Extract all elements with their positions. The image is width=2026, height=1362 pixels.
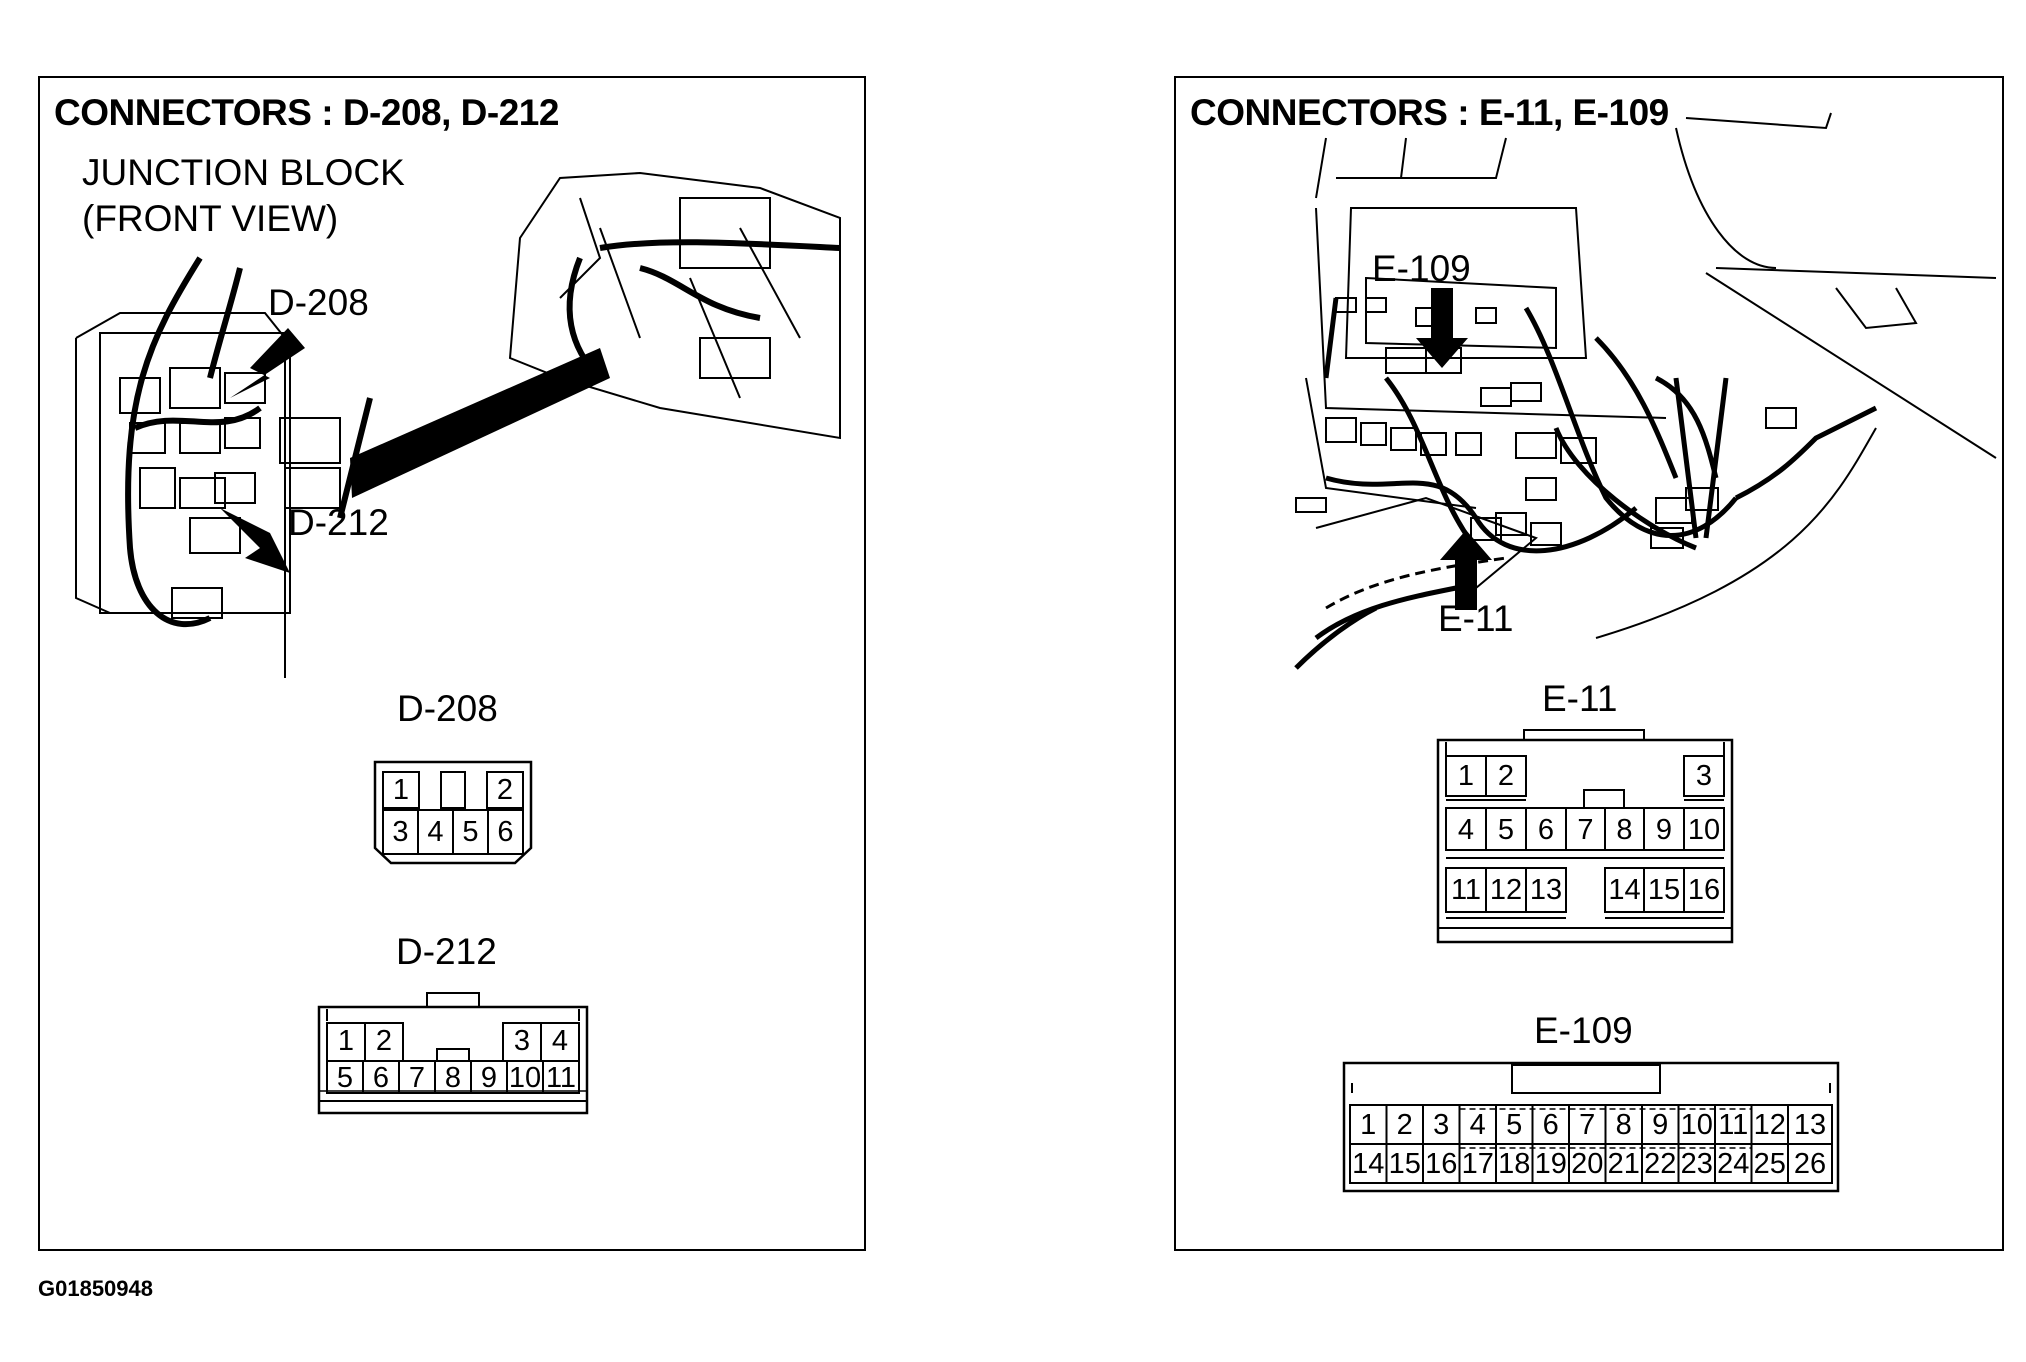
d208-pin: 3 — [392, 816, 409, 848]
d212-pin: 2 — [375, 1025, 393, 1057]
e11-pin: 5 — [1497, 814, 1515, 846]
callout-e11: E-11 — [1438, 598, 1514, 639]
d212-pin: 8 — [444, 1062, 462, 1094]
d212-pin: 6 — [372, 1062, 390, 1094]
e109-pin: 16 — [1425, 1148, 1458, 1180]
e11-pin: 8 — [1616, 814, 1633, 846]
e109-pin: 18 — [1498, 1148, 1531, 1180]
e11-pin: 16 — [1687, 874, 1721, 906]
junction-block-line1: JUNCTION BLOCK — [82, 152, 405, 193]
e109-pin: 6 — [1542, 1109, 1559, 1141]
e109-pin: 9 — [1652, 1109, 1669, 1141]
d208-pin: 4 — [427, 816, 444, 848]
e11-pin: 2 — [1497, 760, 1515, 792]
e109-pin: 2 — [1396, 1109, 1413, 1141]
e109-outline — [1342, 1061, 1840, 1193]
e109-connector: 1 2 3 4 5 6 7 8 9 10 11 12 13 14 15 16 1… — [1342, 1061, 1840, 1193]
d212-pin: 7 — [408, 1062, 426, 1094]
e109-pin: 17 — [1461, 1148, 1494, 1180]
panel-right-connectors-e11-e109: CONNECTORS : E-11, E-109 — [1174, 76, 2004, 1251]
d212-outline — [317, 992, 589, 1115]
panel-left-connectors-d208-d212: CONNECTORS : D-208, D-212 JUNCTION BLOCK… — [38, 76, 866, 1251]
d208-label: D-208 — [397, 688, 498, 729]
e109-pin: 26 — [1793, 1148, 1827, 1180]
d208-pin: 1 — [392, 774, 410, 806]
junction-block-caption: JUNCTION BLOCK (FRONT VIEW) — [82, 150, 405, 242]
e109-pin: 7 — [1579, 1109, 1596, 1141]
e109-pin: 14 — [1352, 1148, 1385, 1180]
e11-pin: 15 — [1647, 874, 1681, 906]
d208-outline — [373, 760, 533, 865]
junction-block-illustration — [75, 171, 841, 678]
e11-outline — [1436, 729, 1734, 944]
callout-e109: E-109 — [1372, 248, 1471, 289]
d212-pin: 9 — [480, 1062, 498, 1094]
d208-pin: 2 — [496, 774, 514, 806]
e109-pin: 1 — [1360, 1109, 1377, 1141]
e109-pin: 13 — [1793, 1109, 1827, 1141]
d208-connector: 1 2 3 4 5 6 — [373, 760, 533, 865]
d212-pin: 1 — [337, 1025, 355, 1057]
e11-pin: 14 — [1608, 874, 1641, 906]
d212-connector: 1 2 3 4 5 6 7 8 9 10 11 — [317, 991, 589, 1116]
e11-pin: 4 — [1457, 814, 1475, 846]
e109-label: E-109 — [1534, 1010, 1633, 1051]
e109-pin: 19 — [1534, 1148, 1567, 1180]
d212-label: D-212 — [396, 931, 497, 972]
e11-pin: 13 — [1529, 874, 1563, 906]
e11-pin: 11 — [1450, 874, 1482, 906]
d212-pin: 5 — [336, 1062, 354, 1094]
left-panel-title: CONNECTORS : D-208, D-212 — [54, 92, 559, 133]
e11-label: E-11 — [1542, 678, 1618, 719]
d212-pin: 10 — [508, 1062, 542, 1094]
e109-pin: 10 — [1680, 1109, 1713, 1141]
e109-pin: 21 — [1607, 1148, 1640, 1180]
e11-pin: 9 — [1655, 814, 1673, 846]
callout-d208: D-208 — [268, 282, 369, 323]
d212-pin: 3 — [513, 1025, 531, 1057]
e11-pin: 7 — [1577, 814, 1594, 846]
e109-pin: 12 — [1753, 1109, 1786, 1141]
junction-block-line2: (FRONT VIEW) — [82, 198, 339, 239]
e109-pin: 20 — [1571, 1148, 1604, 1180]
d212-pin: 4 — [551, 1025, 569, 1057]
e109-pin: 24 — [1717, 1148, 1750, 1180]
e109-pin: 4 — [1469, 1109, 1486, 1141]
figure-code: G01850948 — [38, 1276, 153, 1301]
e11-pin: 3 — [1695, 760, 1713, 792]
callout-d212: D-212 — [288, 502, 389, 543]
e11-pin: 6 — [1537, 814, 1555, 846]
d208-pin: 5 — [462, 816, 479, 848]
e109-pin: 25 — [1753, 1148, 1786, 1180]
e109-pin: 8 — [1615, 1109, 1632, 1141]
e11-connector: 1 2 3 4 5 6 7 8 9 10 11 12 13 14 15 16 — [1436, 728, 1734, 944]
e11-pin: 10 — [1687, 814, 1721, 846]
e109-pin: 23 — [1680, 1148, 1713, 1180]
e109-pin: 22 — [1644, 1148, 1677, 1180]
e109-pin: 5 — [1506, 1109, 1523, 1141]
e109-pin: 15 — [1388, 1148, 1421, 1180]
d212-pin: 11 — [545, 1062, 577, 1094]
e11-pin: 12 — [1489, 874, 1523, 906]
e109-pin: 11 — [1718, 1109, 1749, 1141]
instrument-panel-harness-illustration — [1294, 112, 1997, 670]
e109-pin: 3 — [1433, 1109, 1450, 1141]
e11-pin: 1 — [1457, 760, 1475, 792]
right-panel-title: CONNECTORS : E-11, E-109 — [1190, 92, 1669, 133]
d208-pin: 6 — [497, 816, 514, 848]
